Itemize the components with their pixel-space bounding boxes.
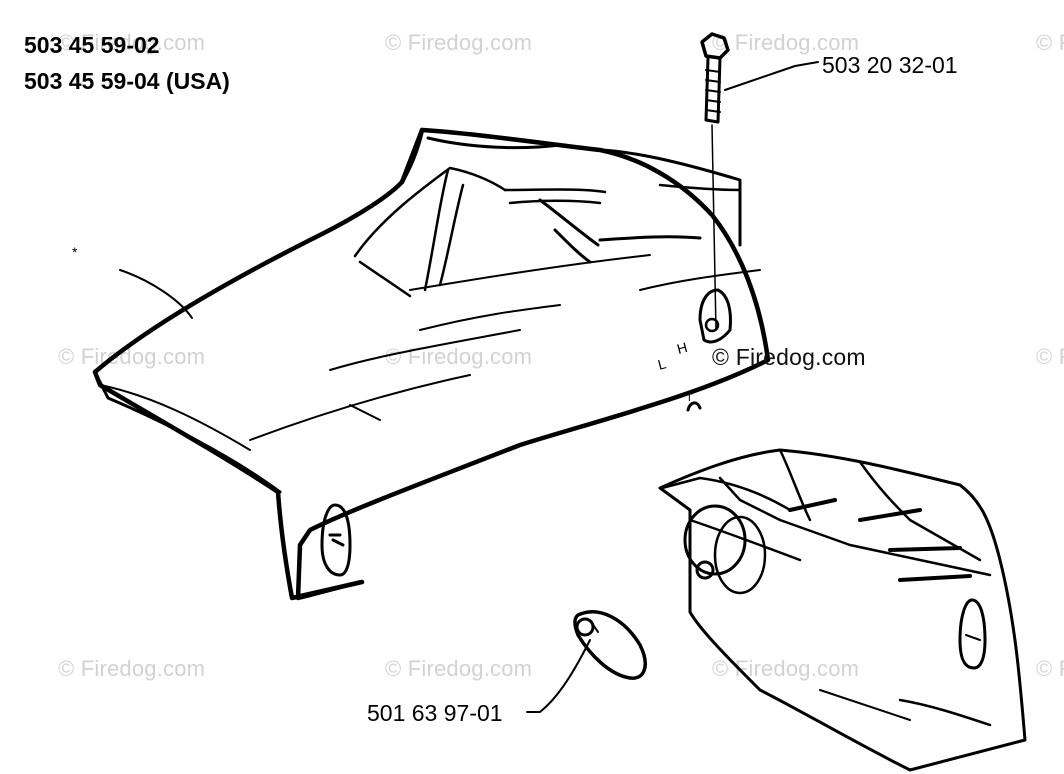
callout-asterisk: * [72, 244, 78, 260]
leader-lines [119, 61, 819, 713]
leader-asterisk [119, 269, 193, 319]
part-number-main: 503 45 59-02 [24, 32, 160, 58]
leader-cap [526, 639, 591, 713]
watermark: © Firedog.com [712, 656, 860, 681]
watermark: © Firedog.com [58, 344, 206, 369]
watermark: © Firedog.com [58, 656, 206, 681]
cover-part [92, 127, 771, 601]
watermark-inline: © Firedog.com [712, 344, 866, 370]
watermark: © Firedog.com [1036, 344, 1064, 369]
watermark: © Firedog.com [1036, 30, 1064, 55]
watermark: © Firedog.com [385, 30, 533, 55]
cap-part [573, 610, 647, 680]
watermark: © Firedog.com [385, 344, 533, 369]
cover-outline [92, 127, 771, 601]
side-cover-part [658, 448, 1027, 772]
leader-screw [724, 61, 819, 91]
watermark: © Firedog.com [58, 30, 206, 55]
screw-part [700, 32, 730, 331]
part-number-usa: 503 45 59-04 (USA) [24, 68, 230, 94]
watermark: © Firedog.com [1036, 656, 1064, 681]
watermark: © Firedog.com [712, 30, 860, 55]
watermark: © Firedog.com [385, 656, 533, 681]
marking-t: T [686, 392, 693, 404]
callout-screw: 503 20 32-01 [822, 52, 958, 78]
callout-cap: 501 63 97-01 [367, 700, 503, 726]
